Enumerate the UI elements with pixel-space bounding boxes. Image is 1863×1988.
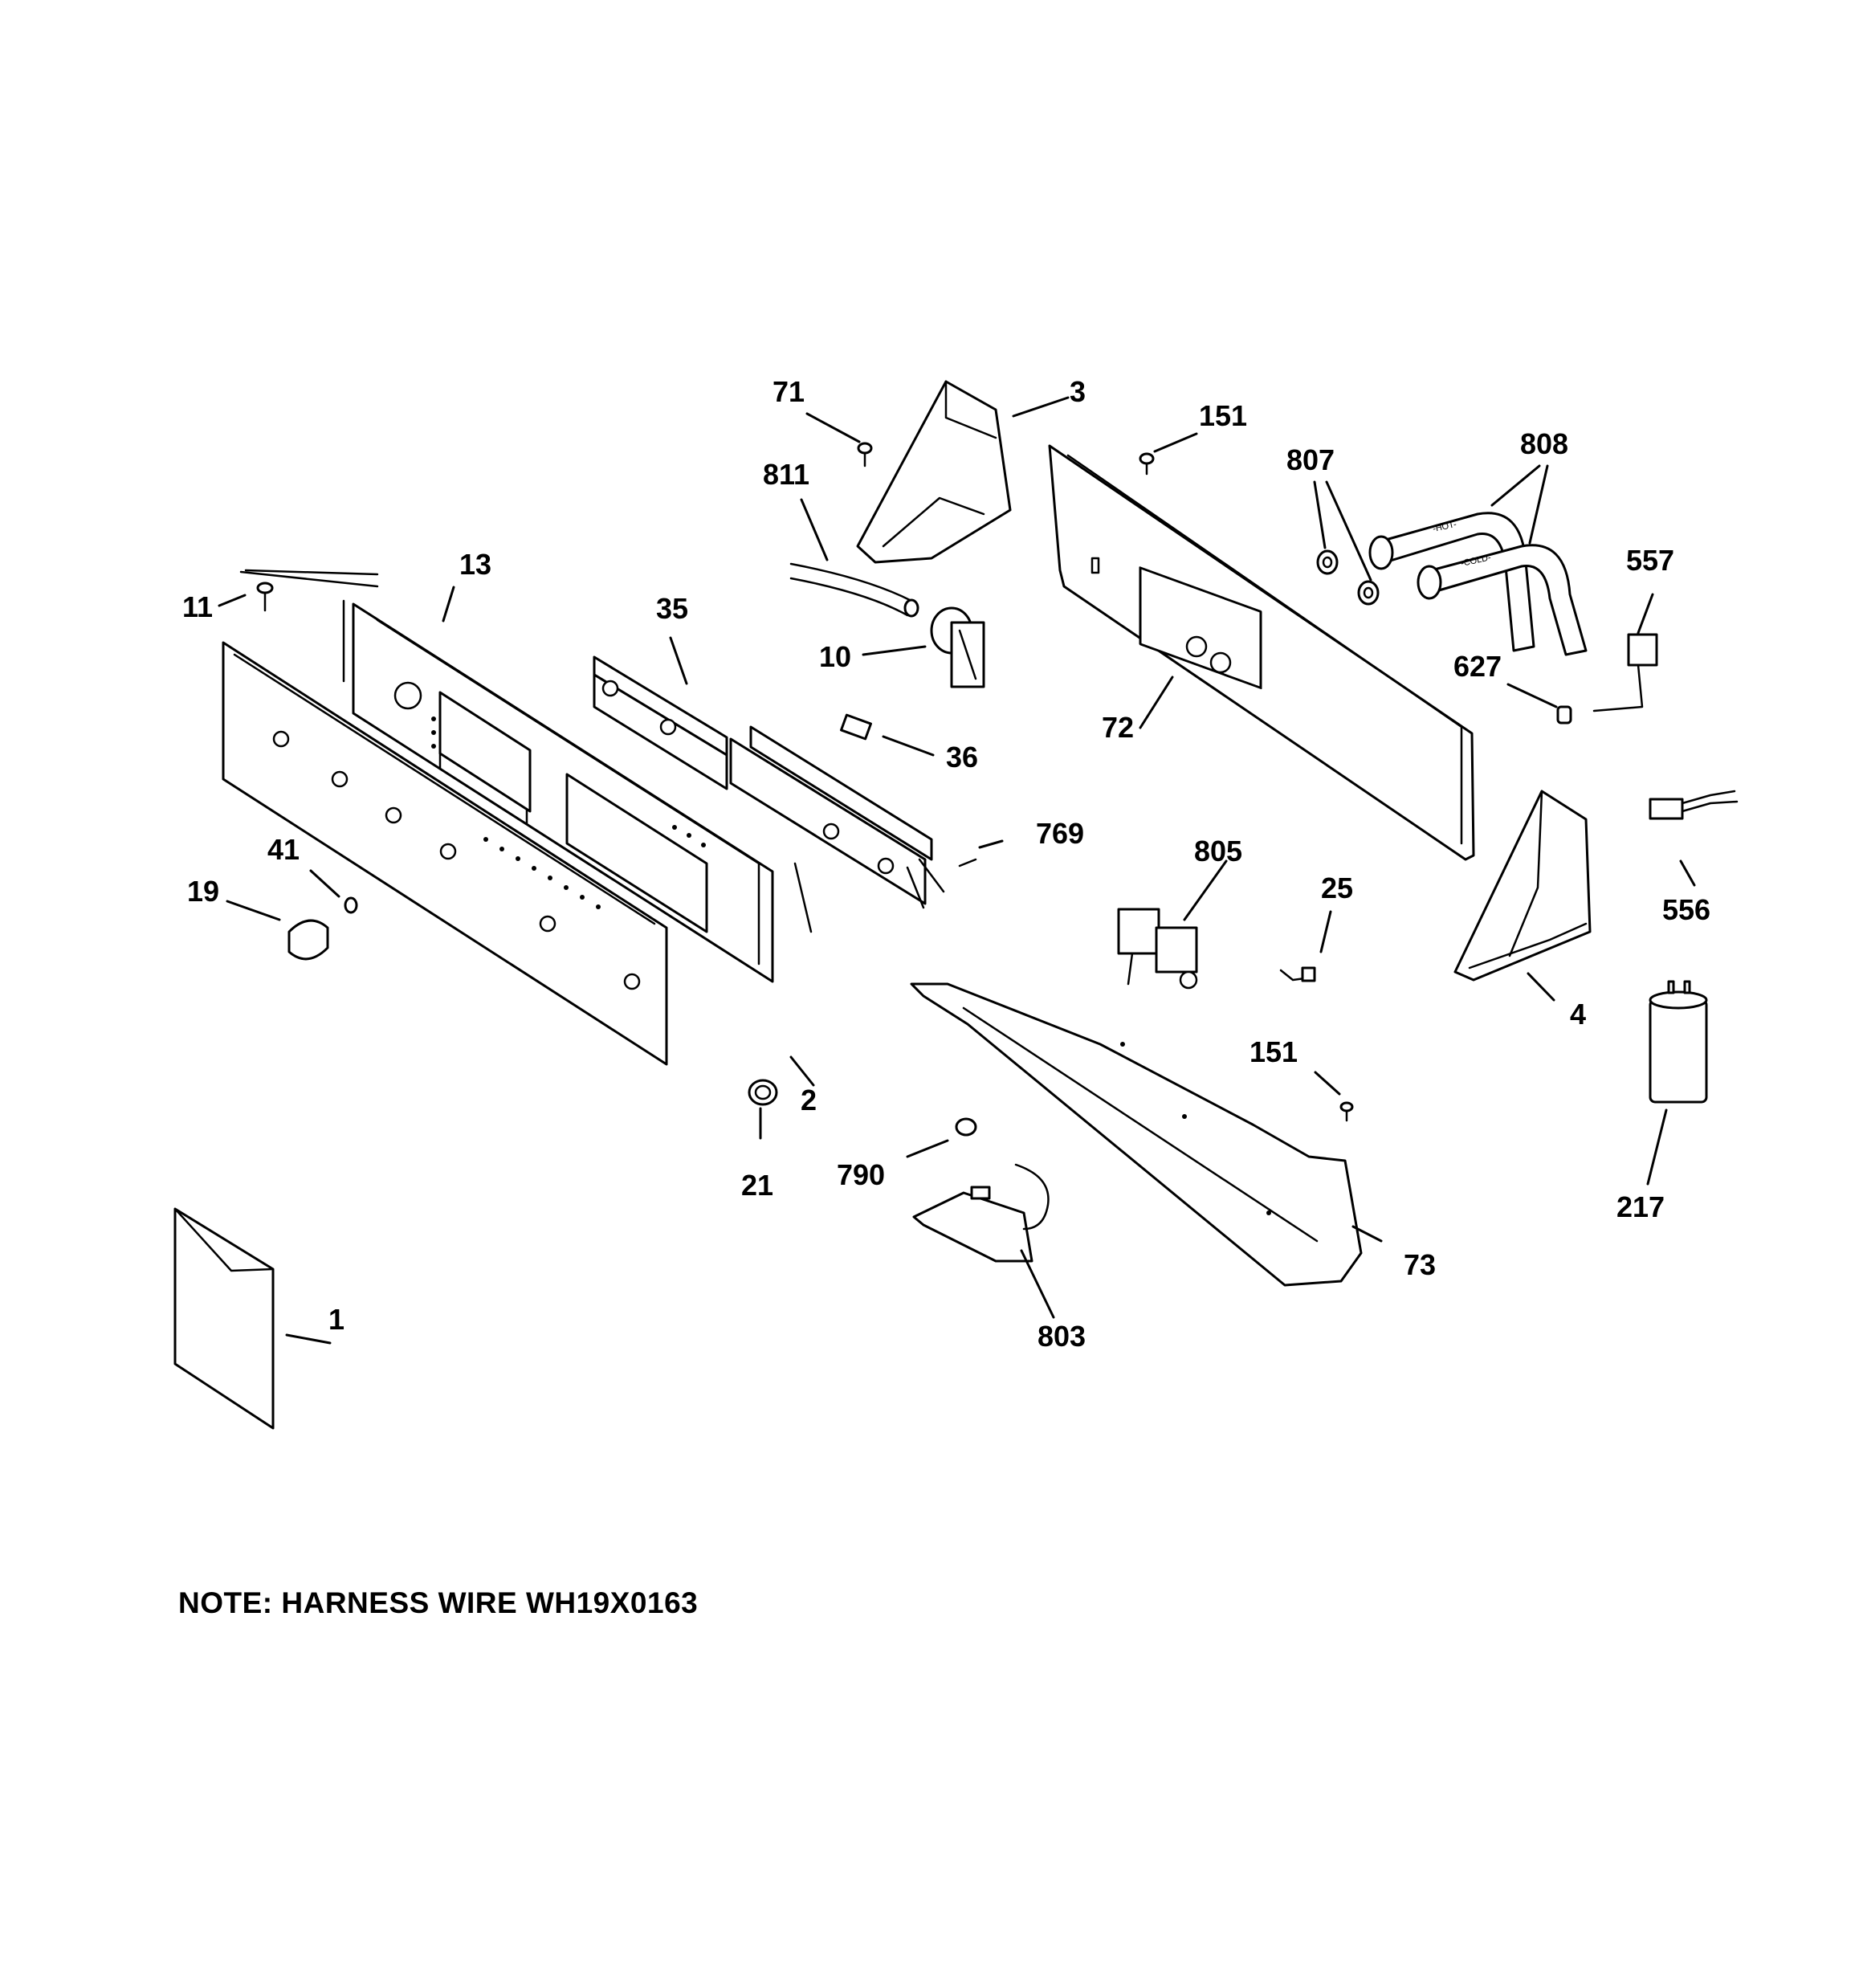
part-811-pressure-tube xyxy=(789,562,919,618)
part-807-washers xyxy=(1316,549,1380,606)
part-36-clip xyxy=(840,713,872,741)
callout-556: 556 xyxy=(1662,893,1710,926)
part-11-screw xyxy=(256,582,274,612)
part-35-board-bracket xyxy=(593,655,728,790)
part-41-knob-clip xyxy=(344,896,358,914)
part-151-screw-upper xyxy=(1139,452,1155,476)
callout-19: 19 xyxy=(187,875,219,908)
callout-72: 72 xyxy=(1102,711,1134,744)
part-71-screw xyxy=(857,442,873,467)
part-19-knob xyxy=(287,919,329,961)
part-4-end-bracket xyxy=(1453,790,1592,982)
callout-73: 73 xyxy=(1404,1248,1436,1281)
part-557-connector xyxy=(1592,633,1658,712)
callout-151-lower: 151 xyxy=(1249,1035,1298,1068)
callout-labels: 1 2 3 4 10 11 13 19 21 25 35 36 41 71 72… xyxy=(182,375,1710,1353)
part-73-bottom-support xyxy=(910,982,1363,1287)
callout-808: 808 xyxy=(1520,427,1568,460)
part-72-back-panel xyxy=(1048,444,1475,861)
part-10-pressure-switch xyxy=(930,606,985,688)
callout-805: 805 xyxy=(1194,835,1242,867)
callout-627: 627 xyxy=(1453,650,1502,683)
part-151-screw-lower xyxy=(1339,1101,1354,1122)
callout-811: 811 xyxy=(763,458,809,491)
callout-11: 11 xyxy=(182,590,213,623)
harness-note: NOTE: HARNESS WIRE WH19X0163 xyxy=(178,1586,699,1619)
callout-41: 41 xyxy=(267,833,300,866)
callout-769: 769 xyxy=(1036,817,1084,850)
part-13-panel-frame xyxy=(239,569,813,983)
callout-4: 4 xyxy=(1570,998,1586,1031)
part-769-screw xyxy=(958,858,977,867)
callout-71: 71 xyxy=(773,375,805,408)
callout-10: 10 xyxy=(819,640,851,673)
part-790-hose-clamp xyxy=(955,1117,977,1137)
leader-lines xyxy=(218,396,1696,1345)
callout-217: 217 xyxy=(1616,1190,1665,1223)
part-21-plug xyxy=(748,1079,778,1106)
callout-557: 557 xyxy=(1626,544,1674,577)
part-805-water-valve xyxy=(1117,908,1198,990)
part-25-jumper-wire xyxy=(1279,966,1316,982)
part-3-end-bracket xyxy=(856,380,1012,564)
part-808-fill-hoses: -HOT- -COLD- xyxy=(1368,512,1588,656)
callout-803: 803 xyxy=(1037,1320,1086,1353)
part-control-board xyxy=(729,725,945,909)
callout-807: 807 xyxy=(1286,443,1335,476)
part-803-dispenser-hose xyxy=(912,1163,1050,1263)
callout-790: 790 xyxy=(837,1158,885,1191)
callout-35: 35 xyxy=(656,592,688,625)
callout-1: 1 xyxy=(328,1303,344,1336)
part-556-harness-plug xyxy=(1649,790,1739,820)
callout-21: 21 xyxy=(741,1169,773,1202)
part-1-literature-bag xyxy=(173,1207,275,1430)
part-627-wire-tie xyxy=(1556,705,1572,725)
callout-151-upper: 151 xyxy=(1199,399,1247,432)
callout-2: 2 xyxy=(801,1084,817,1116)
callout-13: 13 xyxy=(459,548,491,581)
callout-3: 3 xyxy=(1070,375,1086,408)
callout-36: 36 xyxy=(946,741,978,774)
part-2-control-panel xyxy=(222,641,668,1066)
callout-25: 25 xyxy=(1321,872,1353,904)
part-217-capacitor xyxy=(1649,980,1708,1104)
